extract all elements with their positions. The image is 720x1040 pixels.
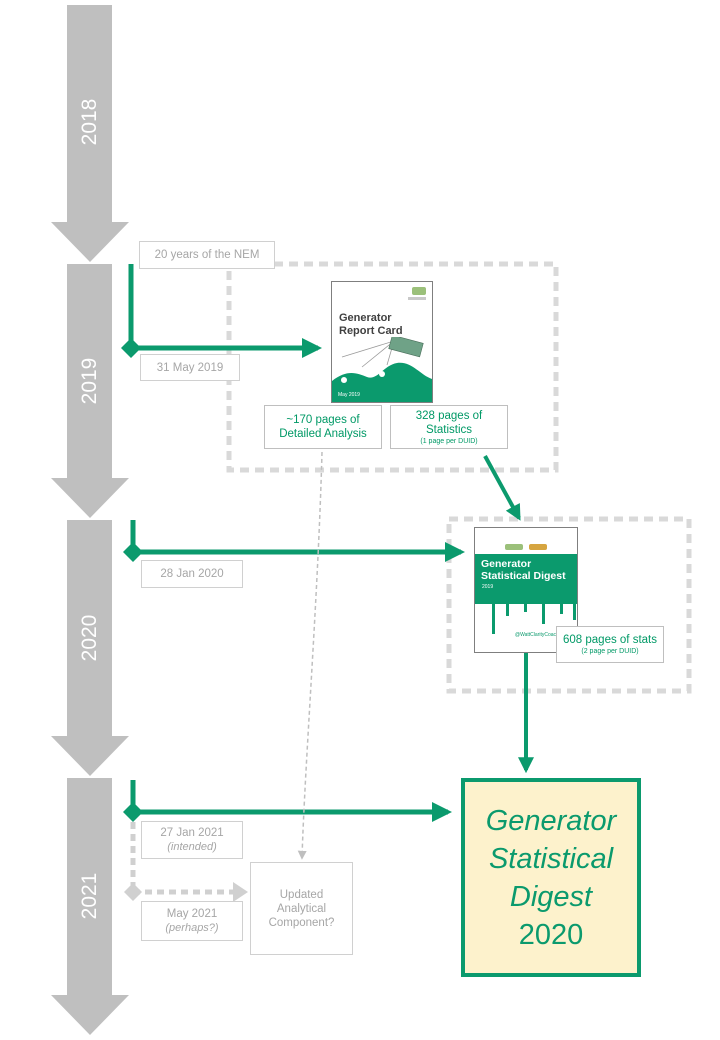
year-arrow-2020 [51,520,129,776]
analysis-pages-line1: ~170 pages of [286,414,360,426]
report-card-footer: May 2019 [338,392,360,398]
connector-2019 [121,264,322,358]
dashed-branch-2021 [124,822,248,902]
year-label-2019: 2019 [78,357,101,405]
analysis-pages-box: ~170 pages of Detailed Analysis [264,405,382,449]
statistics-pages-line1: 328 pages of [415,409,483,422]
connector-2020 [123,520,465,562]
updated-line2: Analytical [276,902,327,915]
digest-group-box [446,516,692,694]
label-31-may-2019-text: 31 May 2019 [156,361,224,374]
connector-2021 [123,780,452,822]
label-31-may-2019: 31 May 2019 [140,354,240,381]
digest-title-line1: Generator [481,558,532,570]
stats-to-digest-arrow [483,455,521,521]
statistics-pages-box: 328 pages of Statistics (1 page per DUID… [390,405,508,449]
report-card-illustration [332,337,432,402]
final-line2: Statistical [488,842,614,875]
digest-logo-2 [529,544,547,550]
year-arrow-2021 [51,778,129,1035]
report-card-title-line1: Generator [339,312,392,324]
report-card-logo [412,287,426,295]
label-may-2021: May 2021 (perhaps?) [141,901,243,941]
final-line4: 2020 [518,918,584,951]
label-20-years-nem: 20 years of the NEM [139,241,275,269]
label-may-2021-note: (perhaps?) [165,922,219,934]
digest-stats-line1: 608 pages of stats [563,634,657,646]
analysis-pages-line2: Detailed Analysis [279,428,367,440]
report-card-logo-2 [408,297,426,300]
label-27-jan-2021: 27 Jan 2021 (intended) [141,821,243,859]
updated-analytical-component-box: Updated Analytical Component? [250,862,353,955]
label-27-jan-2021-note: (intended) [167,841,217,853]
updated-line3: Component? [268,916,335,929]
label-27-jan-2021-text: 27 Jan 2021 [160,827,224,839]
final-line1: Generator [485,804,617,837]
final-digest-2020-box: Generator Statistical Digest 2020 [461,778,641,977]
digest-title-line2: Statistical Digest [481,570,566,582]
label-20-years-nem-text: 20 years of the NEM [154,249,260,261]
year-arrow-2019 [51,264,129,518]
report-card-cover: Generator Report Card May 2019 [331,281,433,403]
year-label-2018: 2018 [78,98,101,146]
digest-stats-note: (2 page per DUID) [581,648,639,655]
label-28-jan-2020-text: 28 Jan 2020 [160,568,224,580]
report-card-title-line2: Report Card [339,325,403,337]
digest-stats-box: 608 pages of stats (2 page per DUID) [556,626,664,663]
digest-year: 2019 [482,584,494,590]
statistics-pages-note: (1 page per DUID) [420,437,478,445]
statistics-pages-line2: Statistics [425,423,472,436]
year-arrow-2018 [51,5,129,262]
updated-line1: Updated [279,888,324,901]
label-may-2021-text: May 2021 [166,908,218,920]
year-label-2021: 2021 [78,872,101,920]
digest-logo [505,544,523,550]
analysis-to-update-arrow [297,451,323,860]
digest-footer: @WattClarityCoach [515,632,559,638]
label-28-jan-2020: 28 Jan 2020 [141,560,243,588]
final-line3: Digest [509,880,593,913]
year-label-2020: 2020 [78,614,101,662]
digest-green-band [475,554,577,634]
